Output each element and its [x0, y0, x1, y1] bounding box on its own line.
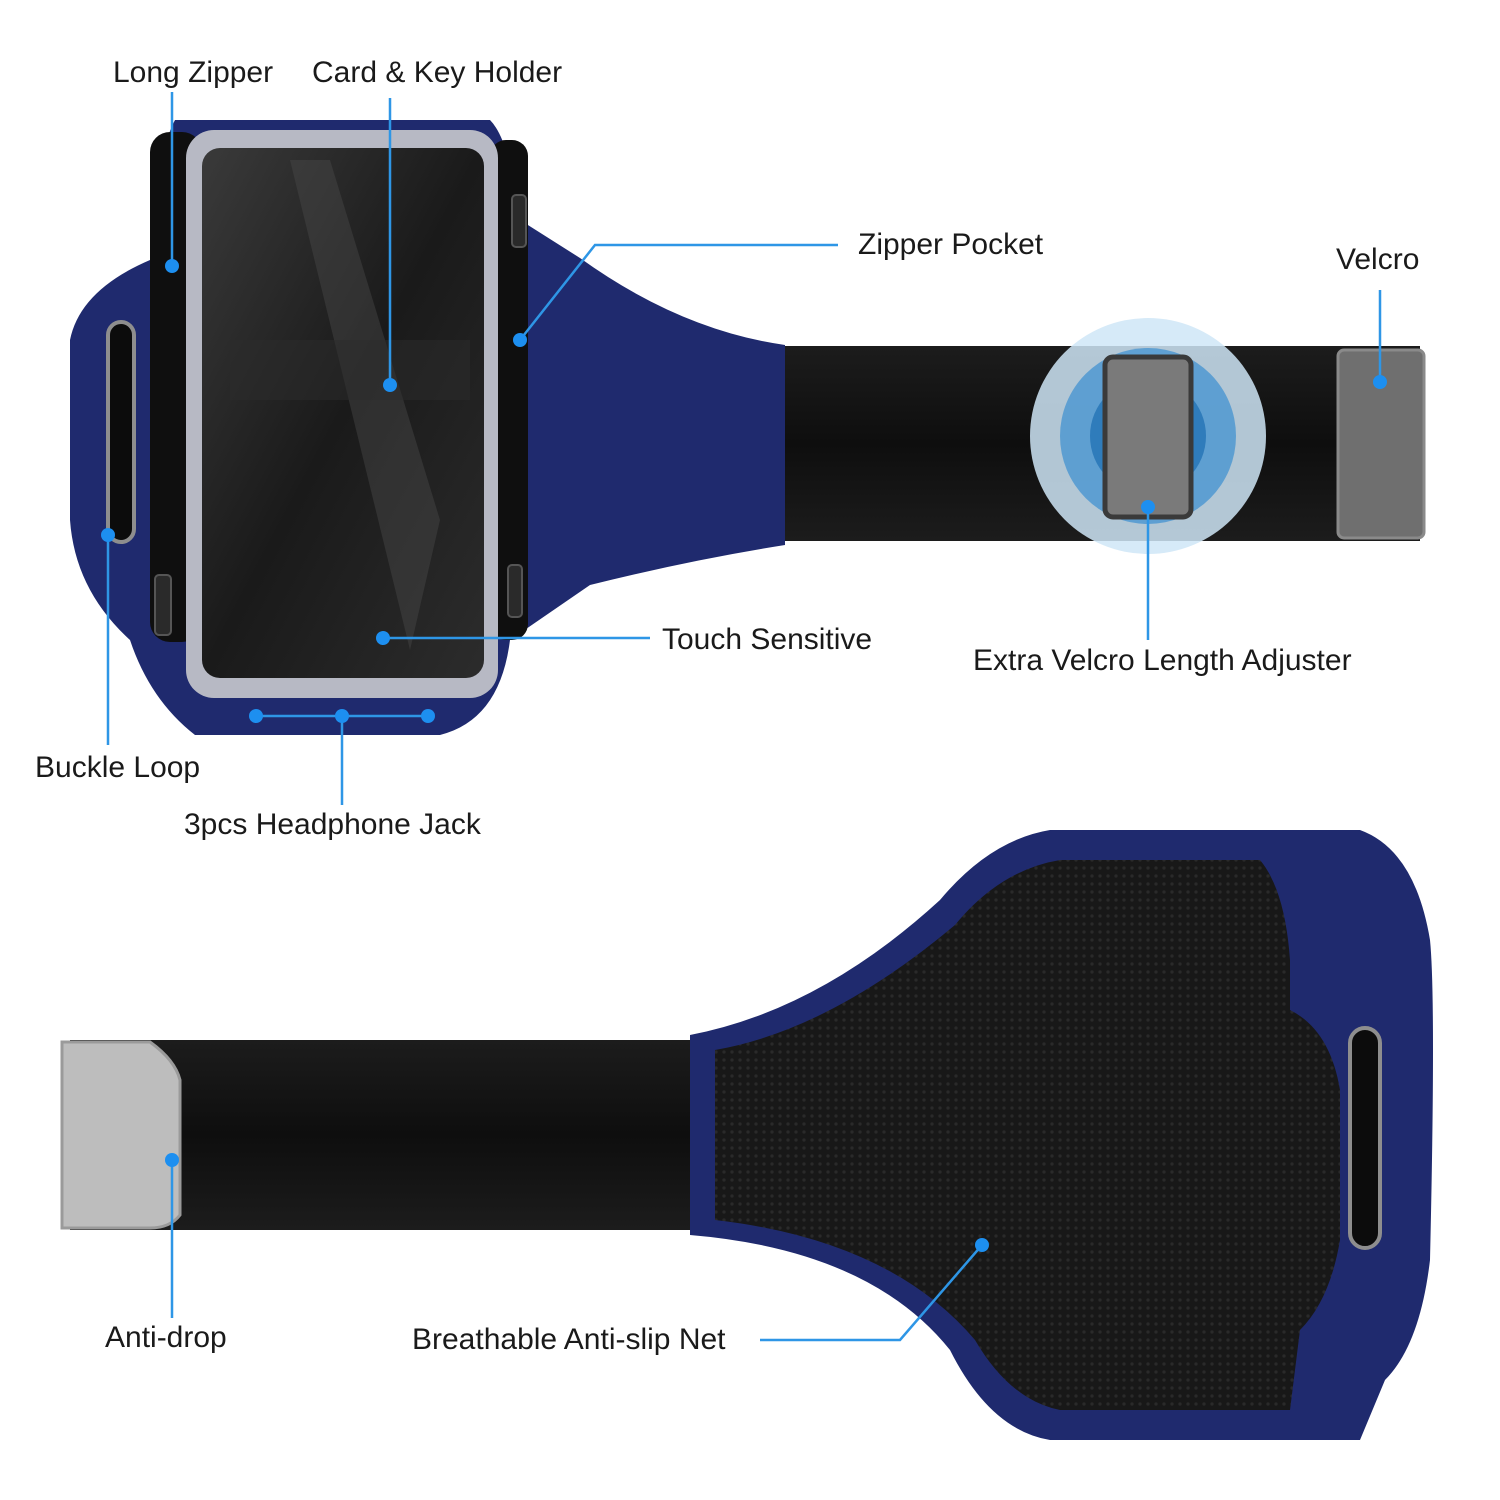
screen-reflection-2	[230, 340, 470, 400]
dot-headphone-1	[249, 709, 263, 723]
dot-extra-velcro	[1141, 500, 1155, 514]
zipper-pull-right-bottom	[507, 564, 523, 618]
dot-headphone-3	[421, 709, 435, 723]
dot-anti-slip	[975, 1238, 989, 1252]
dot-velcro	[1373, 375, 1387, 389]
zipper-pull-right-top	[511, 194, 527, 248]
extra-velcro-adjuster	[1102, 354, 1194, 520]
dot-long-zipper	[165, 259, 179, 273]
label-long-zipper: Long Zipper	[113, 56, 274, 89]
label-anti-slip-net: Breathable Anti-slip Net	[412, 1323, 726, 1356]
label-extra-velcro: Extra Velcro Length Adjuster	[973, 644, 1352, 677]
label-buckle-loop: Buckle Loop	[35, 751, 201, 784]
phone-screen	[202, 148, 484, 678]
back-armband	[60, 830, 1433, 1440]
leader-zipper-pocket	[519, 243, 838, 341]
anti-slip-mesh	[715, 860, 1340, 1410]
back-buckle-slot	[1348, 1026, 1382, 1250]
dot-headphone-2	[335, 709, 349, 723]
label-touch-sensitive: Touch Sensitive	[662, 623, 873, 656]
anti-drop-patch	[60, 1040, 182, 1230]
dot-zipper-pocket	[513, 333, 527, 347]
dot-card-key	[383, 378, 397, 392]
label-headphone-jack: 3pcs Headphone Jack	[184, 808, 481, 841]
buckle-loop-slot	[106, 320, 136, 544]
dot-anti-drop	[165, 1153, 179, 1167]
label-anti-drop: Anti-drop	[105, 1321, 227, 1354]
side-zipper-pocket	[490, 140, 528, 640]
leader-anti-slip	[760, 1244, 983, 1342]
front-armband	[70, 120, 1426, 735]
callout-lines	[101, 92, 1387, 1342]
dot-buckle-loop	[101, 528, 115, 542]
screen-reflection	[290, 160, 440, 650]
label-velcro: Velcro	[1336, 243, 1420, 276]
zipper-pull-left	[154, 574, 172, 636]
dot-touch	[376, 631, 390, 645]
label-zipper-pocket: Zipper Pocket	[858, 228, 1044, 261]
label-card-key-holder: Card & Key Holder	[312, 56, 563, 89]
